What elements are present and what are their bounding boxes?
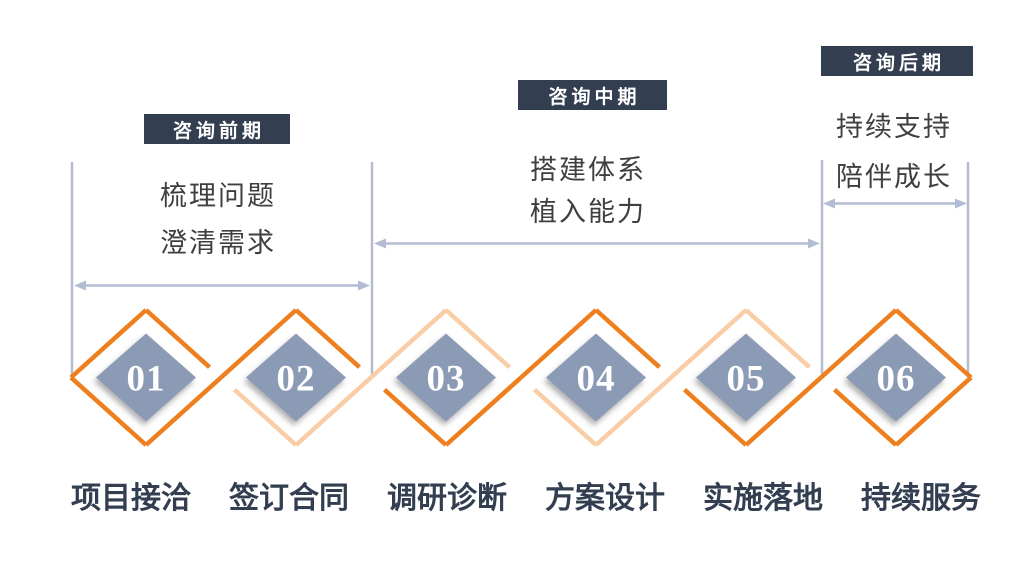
diamond-edge-tr: [594, 308, 662, 369]
step-number-tile: [96, 333, 196, 422]
phase2-desc-line2: 植入能力: [530, 197, 646, 227]
step-number: 04: [577, 359, 616, 400]
step-03-label: 调研诊断: [387, 482, 507, 515]
step-06-diamond: 06: [819, 308, 973, 447]
diamond-edge-br: [894, 375, 973, 447]
phase2-desc-line1: 搭建体系: [530, 155, 646, 185]
diamond-edge-bl: [682, 388, 748, 447]
diamond-edge-tl: [369, 308, 448, 380]
diamond-edge-br: [594, 375, 673, 447]
diamond-edge-tr: [144, 308, 212, 369]
phase3-badge: 咨询后期: [821, 46, 973, 76]
phase2-double-arrow: [374, 238, 820, 249]
step-04-diamond: 04: [519, 308, 673, 447]
diamond-edge-br: [744, 375, 823, 447]
step-number-tile: [696, 333, 796, 422]
diamond-edge-tl: [519, 308, 598, 380]
arrowhead-left: [823, 198, 835, 209]
step-number-tile: [396, 333, 496, 422]
diamond-edge-tr: [894, 308, 973, 380]
phase1-desc-line2: 澄清需求: [160, 228, 276, 258]
step-number: 01: [127, 359, 166, 400]
arrowhead-right: [358, 280, 370, 291]
diamond-edge-br: [444, 375, 523, 447]
diamond-edge-bl: [532, 388, 598, 447]
diamond-edge-br: [294, 375, 373, 447]
diamond-edge-tl: [669, 308, 748, 380]
step-06-label: 持续服务: [861, 482, 981, 515]
step-03-diamond: 03: [369, 308, 523, 447]
arrowhead-right: [808, 238, 820, 249]
diamond-edge-tr: [744, 308, 812, 369]
step-number-tile: [546, 333, 646, 422]
arrowhead-left: [74, 280, 86, 291]
step-number-tile: [846, 333, 946, 422]
arrowhead-right: [955, 198, 967, 209]
step-02-label: 签订合同: [229, 482, 349, 515]
step-04-label: 方案设计: [545, 482, 665, 515]
step-05-diamond: 05: [669, 308, 823, 447]
diamond-edge-bl: [382, 388, 448, 447]
phase2-badge: 咨询中期: [518, 80, 667, 110]
diamond-edge-bl: [69, 375, 148, 447]
diamond-edge-br: [144, 375, 223, 447]
arrowhead-left: [374, 238, 386, 249]
diamond-edge-tl: [219, 308, 298, 380]
step-02-diamond: 02: [219, 308, 373, 447]
step-number: 02: [277, 359, 316, 400]
step-01-label: 项目接洽: [71, 482, 191, 515]
diamond-edge-tr: [444, 308, 512, 369]
phase3-double-arrow: [823, 198, 967, 209]
diamond-edge-bl: [832, 388, 898, 447]
diamond-edge-tl: [819, 308, 898, 380]
diamond-edge-tr: [294, 308, 362, 369]
diamond-edge-tl: [69, 308, 148, 380]
phase3-desc-line2: 陪伴成长: [836, 162, 952, 192]
step-number: 06: [877, 359, 916, 400]
phase1-double-arrow: [74, 280, 370, 291]
phase1-badge: 咨询前期: [144, 114, 290, 144]
diamond-edge-bl: [232, 388, 298, 447]
step-number-tile: [246, 333, 346, 422]
phase1-desc-line1: 梳理问题: [160, 181, 276, 211]
step-01-diamond: 01: [69, 308, 223, 447]
phase3-desc-line1: 持续支持: [836, 112, 952, 142]
step-05-label: 实施落地: [703, 482, 823, 515]
step-number: 05: [727, 359, 766, 400]
step-number: 03: [427, 359, 466, 400]
